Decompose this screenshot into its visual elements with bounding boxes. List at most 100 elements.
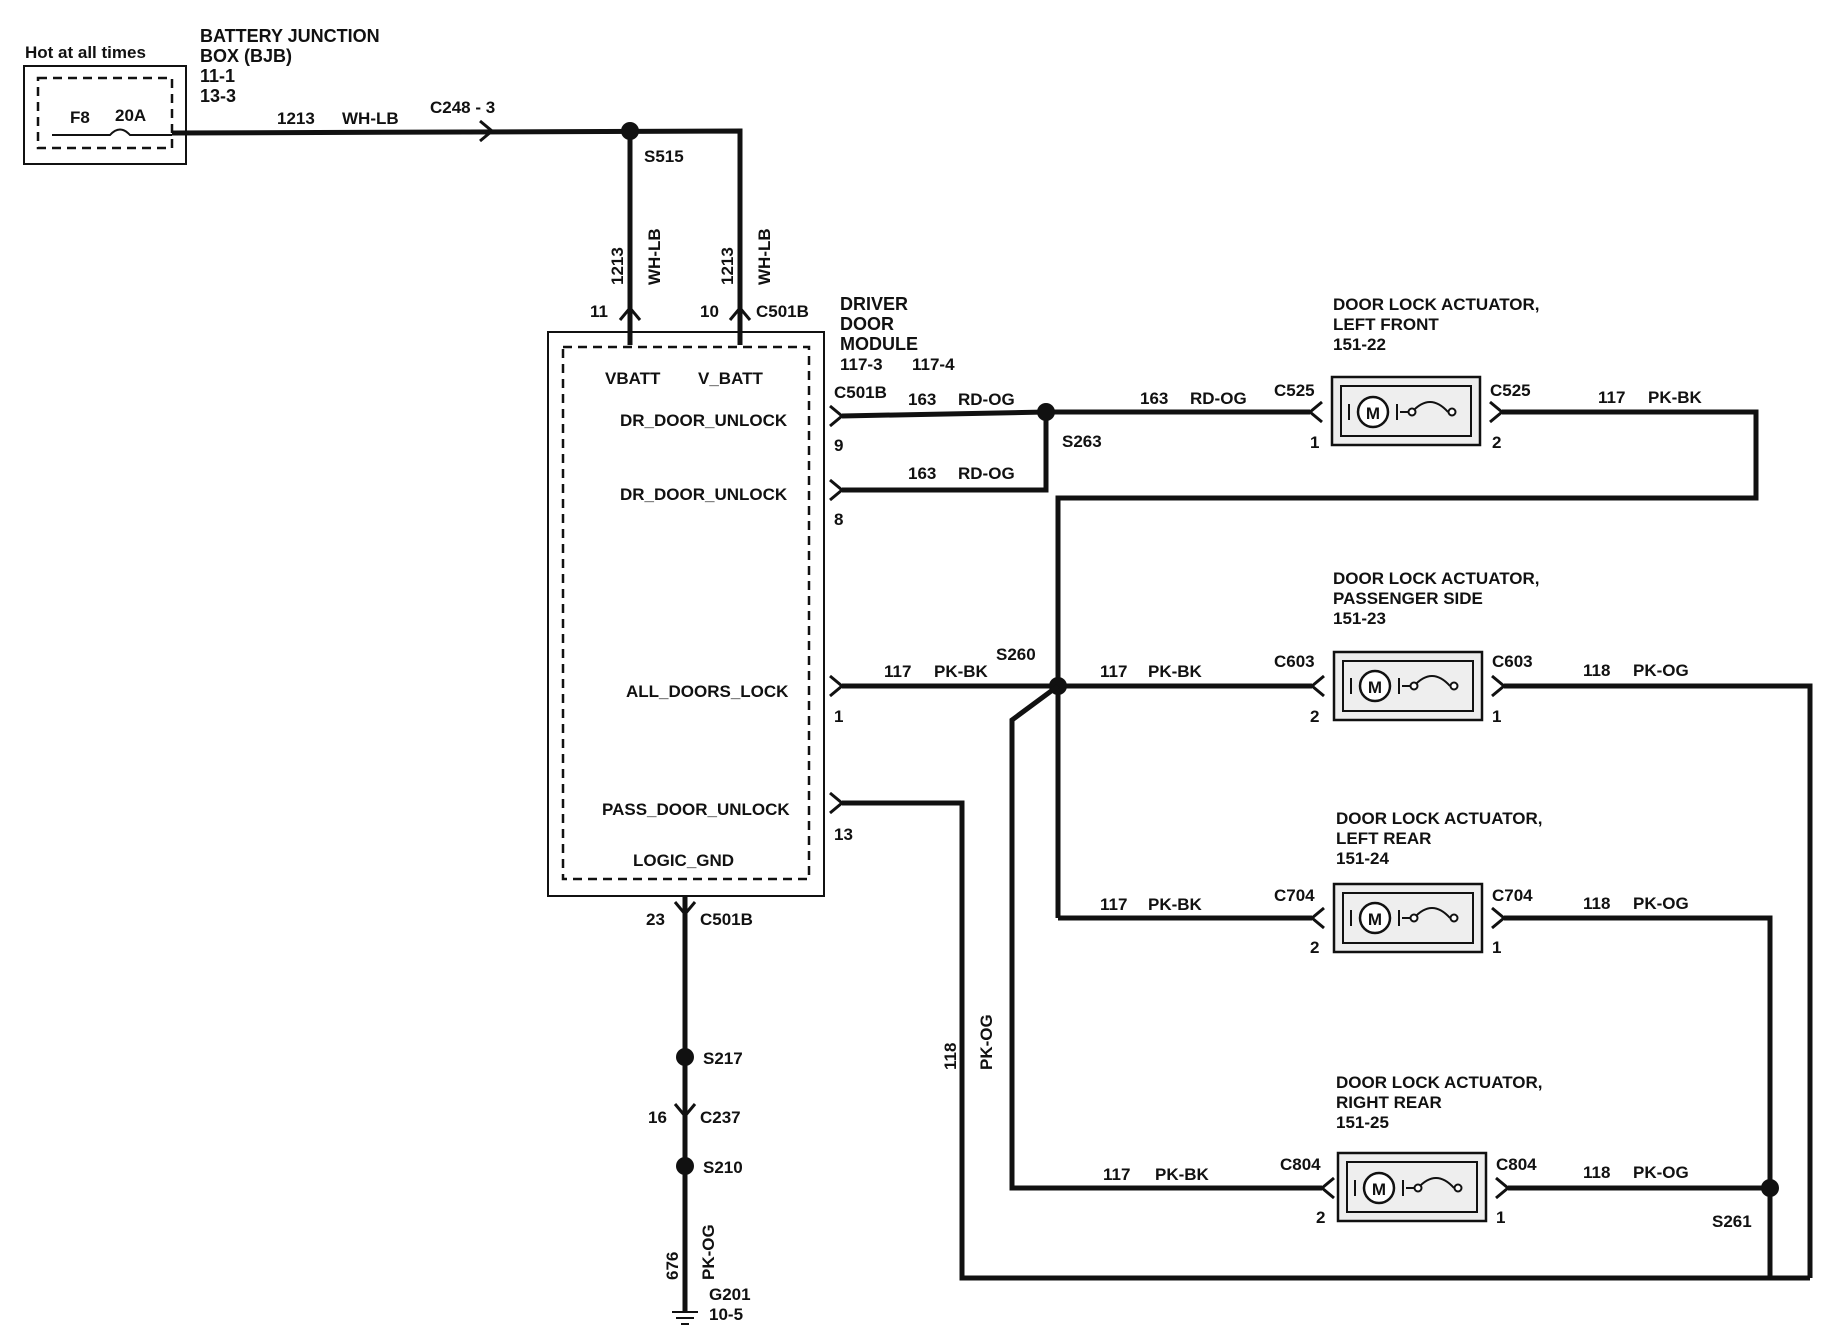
lr-right-wire-circuit: 118 [1583, 894, 1610, 913]
ground-ref: 10-5 [709, 1305, 743, 1324]
ground-icon [672, 1311, 698, 1325]
ps-left-wire-circuit: 117 [1100, 662, 1127, 681]
pin9-connector-icon [829, 404, 845, 428]
lf-ref: 151-22 [1333, 335, 1386, 354]
fuse-id: F8 [70, 108, 90, 127]
rr-right-connector-icon [1495, 1176, 1511, 1200]
ground-id: G201 [709, 1285, 751, 1304]
dr-unlock-1-pin-label: DR_DOOR_UNLOCK [620, 411, 788, 430]
rr-actuator-inner [1346, 1161, 1478, 1213]
rr-right-pin: 1 [1496, 1208, 1505, 1227]
lf-right-connector-icon [1489, 400, 1505, 424]
module-title-line1: DRIVER [840, 294, 908, 314]
actuator-passenger-side: DOOR LOCK ACTUATOR, PASSENGER SIDE 151-2… [1274, 569, 1540, 726]
lf-right-wire-circuit: 117 [1598, 388, 1625, 407]
ground-wire-color: PK-OG [699, 1224, 718, 1280]
lr-motor-label: M [1368, 910, 1382, 929]
ps-right-wire-circuit: 118 [1583, 661, 1610, 680]
vbatt-pin-label: VBATT [605, 369, 661, 388]
circuit-117-loop-wire [1055, 409, 1759, 918]
lf-motor-icon [1356, 395, 1390, 429]
driver-door-module: DRIVER DOOR MODULE 117-3 117-4 VBATT V_B… [547, 294, 955, 897]
pin8-label: 8 [834, 510, 843, 529]
ground-wire-circuit: 676 [663, 1252, 682, 1280]
feed-connector: C248 - 3 [430, 98, 495, 117]
lf-pivot-2 [1447, 407, 1457, 417]
pin13-label: 13 [834, 825, 853, 844]
lf-left-wire-color: RD-OG [1190, 389, 1247, 408]
fuse-icon [52, 128, 172, 136]
ps-left-wire-color: PK-BK [1148, 662, 1203, 681]
actuator-right-rear: DOOR LOCK ACTUATOR, RIGHT REAR 151-25 C8… [1280, 1073, 1543, 1227]
s261-label: S261 [1712, 1212, 1752, 1231]
pin11-connector-icon [618, 305, 642, 321]
circuit-117-pin1-circuit: 117 [884, 662, 911, 681]
ps-actuator-inner [1342, 660, 1474, 712]
lf-left-connector-icon [1307, 400, 1323, 424]
ps-left-connector-icon [1309, 674, 1325, 698]
bjb-inner-dashed [36, 76, 174, 150]
pin13-wire-color: PK-OG [977, 1014, 996, 1070]
feed-color: WH-LB [342, 109, 399, 128]
ps-title-line2: PASSENGER SIDE [1333, 589, 1483, 608]
feed-circuit: 1213 [277, 109, 315, 128]
ps-conn-left: C603 [1274, 652, 1315, 671]
lf-right-pin: 2 [1492, 433, 1501, 452]
ps-motor-icon [1358, 669, 1392, 703]
circuit-163-main-wire [841, 409, 1298, 419]
actuator-left-rear: DOOR LOCK ACTUATOR, LEFT REAR 151-24 C70… [1274, 809, 1543, 957]
lr-left-connector-icon [1309, 906, 1325, 930]
ps-right-pin: 1 [1492, 707, 1501, 726]
feed-wire-line [171, 128, 743, 345]
lr-actuator-inner [1342, 892, 1474, 944]
s210-splice-dot [676, 1157, 694, 1175]
lf-title-line1: DOOR LOCK ACTUATOR, [1333, 295, 1540, 314]
ps-conn-right: C603 [1492, 652, 1533, 671]
rr-conn-right: C804 [1496, 1155, 1537, 1174]
logic-gnd-pin-label: LOGIC_GND [633, 851, 734, 870]
rr-motor-label: M [1372, 1180, 1386, 1199]
s515-splice-dot [621, 122, 639, 140]
dr-unlock-2-pin-label: DR_DOOR_UNLOCK [620, 485, 788, 504]
s515-label: S515 [644, 147, 684, 166]
actuator-left-front: DOOR LOCK ACTUATOR, LEFT FRONT 151-22 C5… [1274, 295, 1540, 452]
rr-pivot-2 [1453, 1183, 1463, 1193]
ps-right-wire [1504, 683, 1813, 1278]
circuit-117: S260 117 PK-BK 117 PK-BK 117 PK-BK 117 P… [842, 645, 1310, 1191]
pin8-connector-icon [829, 478, 845, 502]
feed-wire: 1213 WH-LB C248 - 3 S515 1213 WH-LB 1213… [171, 98, 809, 345]
circuit-163-pin8-circuit: 163 [908, 464, 936, 483]
bjb-title-line2: BOX (BJB) [200, 46, 292, 66]
bjb-outline [23, 65, 187, 165]
bjb-ref1: 11-1 [200, 66, 235, 86]
rr-left-pin: 2 [1316, 1208, 1325, 1227]
pin23-label: 23 [646, 910, 665, 929]
vbatt-wire-color: WH-LB [645, 228, 664, 285]
lf-right-wire-color: PK-BK [1648, 388, 1703, 407]
bjb-title-line1: BATTERY JUNCTION [200, 26, 380, 46]
module-output-connectors: C501B 9 8 1 13 [829, 383, 887, 844]
s210-label: S210 [703, 1158, 743, 1177]
ps-title-line1: DOOR LOCK ACTUATOR, [1333, 569, 1540, 588]
lr-right-connector-icon [1491, 906, 1507, 930]
module-title-line2: DOOR [840, 314, 894, 334]
lf-left-pin: 1 [1310, 433, 1319, 452]
s261-splice-dot [1761, 1179, 1779, 1197]
lr-conn-left: C704 [1274, 886, 1315, 905]
rr-title-line1: DOOR LOCK ACTUATOR, [1336, 1073, 1543, 1092]
ps-right-connector-icon [1491, 674, 1507, 698]
pin11-label: 11 [590, 302, 608, 321]
lf-pivot-1 [1407, 407, 1417, 417]
rr-left-wire [1009, 683, 1310, 1191]
rr-ref: 151-25 [1336, 1113, 1389, 1132]
module-title-line3: MODULE [840, 334, 918, 354]
s263-label: S263 [1062, 432, 1102, 451]
circuit-163-pin8-wire [842, 412, 1049, 493]
lr-conn-right: C704 [1492, 886, 1533, 905]
lr-pivot-1 [1409, 913, 1419, 923]
vbatt-wire-circuit: 1213 [608, 247, 627, 285]
c237-label: C237 [700, 1108, 741, 1127]
rr-left-connector-icon [1319, 1176, 1335, 1200]
ps-left-pin: 2 [1310, 707, 1319, 726]
